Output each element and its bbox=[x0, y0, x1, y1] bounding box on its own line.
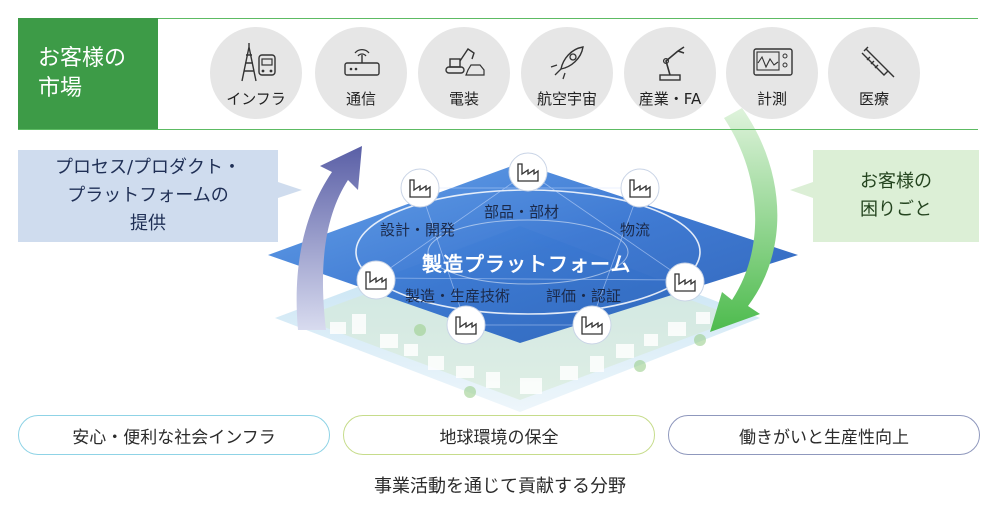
trouble-line2: 困りごと bbox=[860, 199, 932, 220]
factory-icon bbox=[665, 262, 705, 302]
market-item-medical: 医療 bbox=[828, 27, 920, 119]
market-title-line2: 市場 bbox=[38, 75, 83, 101]
market-item-label: 産業・FA bbox=[638, 90, 702, 108]
market-item-label: 通信 bbox=[345, 90, 376, 108]
market-band bbox=[18, 18, 978, 130]
market-title: お客様の 市場 bbox=[18, 18, 158, 129]
trouble-line1: お客様の bbox=[860, 171, 932, 192]
router-icon bbox=[344, 49, 380, 76]
oscilloscope-icon bbox=[753, 48, 793, 76]
node-label-logistics: 物流 bbox=[620, 221, 651, 239]
rocket-icon bbox=[550, 46, 584, 80]
market-item-telecom: 通信 bbox=[315, 27, 407, 119]
provide-line3: 提供 bbox=[130, 213, 166, 234]
node-label-parts: 部品・部材 bbox=[484, 203, 560, 221]
node-label-evaluation: 評価・認証 bbox=[546, 287, 622, 305]
contribution-field-infrastructure: 安心・便利な社会インフラ bbox=[18, 415, 330, 455]
factory-icon bbox=[508, 152, 548, 192]
syringe-icon bbox=[861, 46, 895, 78]
node-label-manufacturing: 製造・生産技術 bbox=[405, 287, 511, 305]
provide-box: プロセス/プロダクト・ プラットフォームの 提供 bbox=[18, 150, 278, 242]
trouble-pointer bbox=[790, 182, 813, 198]
market-item-infra: インフラ bbox=[210, 27, 302, 119]
contribution-field-productivity: 働きがいと生産性向上 bbox=[668, 415, 980, 455]
trouble-box: お客様の 困りごと bbox=[813, 150, 979, 242]
market-item-industrial-fa: 産業・FA bbox=[624, 27, 716, 119]
market-title-line1: お客様の bbox=[38, 45, 127, 71]
robot-arm-icon bbox=[659, 46, 685, 81]
manufacturing-platform bbox=[268, 163, 798, 343]
market-item-label: 航空宇宙 bbox=[536, 90, 597, 108]
factory-icon bbox=[400, 168, 440, 208]
market-item-label: インフラ bbox=[226, 90, 286, 108]
node-label-design: 設計・開発 bbox=[380, 221, 456, 239]
factory-icon bbox=[620, 168, 660, 208]
market-item-aerospace: 航空宇宙 bbox=[521, 27, 613, 119]
contribution-field-environment: 地球環境の保全 bbox=[343, 415, 655, 455]
market-item-label: 電装 bbox=[448, 90, 479, 108]
market-item-label: 医療 bbox=[858, 90, 889, 108]
provide-line2: プラットフォームの bbox=[67, 185, 229, 206]
excavator-car-icon bbox=[445, 48, 485, 76]
market-item-measurement: 計測 bbox=[726, 27, 818, 119]
platform-title: 製造プラットフォーム bbox=[422, 252, 632, 276]
power-tower-train-icon bbox=[241, 43, 276, 82]
market-item-label: 計測 bbox=[756, 90, 787, 108]
provide-pointer bbox=[278, 182, 302, 198]
trouble-arrow bbox=[710, 108, 778, 332]
provide-arrow bbox=[296, 146, 362, 330]
factory-icon bbox=[572, 305, 612, 345]
provide-line1: プロセス/プロダクト・ bbox=[54, 157, 242, 178]
factory-icon bbox=[446, 305, 486, 345]
footer-caption: 事業活動を通じて貢献する分野 bbox=[374, 476, 626, 497]
market-item-electrical: 電装 bbox=[418, 27, 510, 119]
factory-icon bbox=[356, 260, 396, 300]
